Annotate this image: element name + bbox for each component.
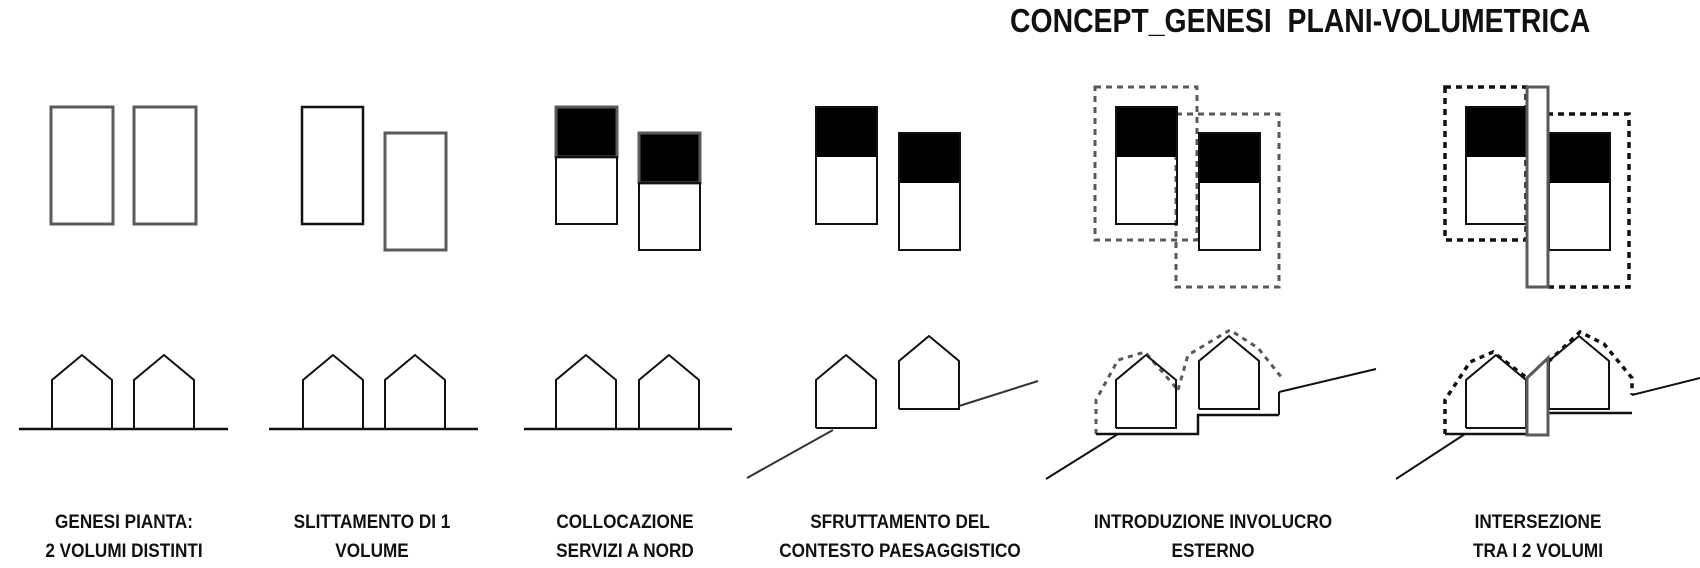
house-b (1548, 334, 1610, 410)
caption-line-2: ESTERNO (1171, 540, 1255, 562)
house-b (1198, 334, 1260, 410)
panel-5-section (1045, 328, 1377, 480)
caption-step-5: INTRODUZIONE INVOLUCRO ESTERNO (1081, 508, 1345, 566)
envelope-a-profile (1094, 350, 1180, 434)
panel-2-plan (300, 105, 448, 252)
caption-step-4: SFRUTTAMENTO DEL CONTESTO PAESAGGISTICO (767, 508, 1033, 566)
volume-b-plan (1198, 132, 1261, 251)
envelope-a-profile (1443, 349, 1529, 434)
house-a (51, 353, 113, 428)
house-b (898, 334, 960, 410)
panel-6-section (1395, 329, 1700, 480)
volume-b-plan (898, 132, 961, 251)
services-block-a (1116, 107, 1177, 157)
services-block-a (816, 107, 877, 157)
house-a (1115, 353, 1177, 429)
envelope-b-profile (1176, 328, 1284, 391)
connector-volume-plan (1525, 85, 1550, 289)
caption-step-3: COLLOCAZIONE SERVIZI A NORD (493, 508, 757, 566)
volume-a-plan (49, 105, 115, 226)
caption-line-2: CONTESTO PAESAGGISTICO (779, 540, 1021, 562)
slope-line-high (958, 380, 1039, 407)
slope-line-high (1631, 377, 1700, 396)
house-b (638, 353, 700, 428)
caption-line-1: GENESI PIANTA: (55, 511, 193, 533)
caption-step-6: INTERSEZIONE TRA I 2 VOLUMI (1406, 508, 1670, 566)
volume-b-plan (638, 182, 701, 251)
panel-4-plan (815, 106, 961, 251)
services-block-a (554, 105, 619, 159)
panel-1-section (19, 353, 228, 431)
services-block-b (899, 133, 960, 183)
volume-b-shifted-plan (383, 131, 448, 252)
caption-line-2: SERVIZI A NORD (556, 540, 694, 562)
volume-a-plan (300, 105, 365, 226)
volume-b-plan (132, 105, 198, 226)
volume-a-plan (815, 106, 878, 225)
house-a (555, 353, 617, 428)
envelope-b-profile (1546, 329, 1634, 395)
house-b (384, 353, 446, 428)
volume-a-plan (1115, 106, 1178, 225)
panel-2-section (269, 353, 478, 431)
panel-5-plan (1093, 85, 1281, 289)
envelope-base (1096, 413, 1279, 436)
caption-line-1: SFRUTTAMENTO DEL (810, 511, 990, 533)
connector-volume-section (1525, 354, 1550, 437)
caption-line-1: INTERSEZIONE (1474, 511, 1602, 533)
services-block-a (1466, 107, 1527, 157)
slope-line-low (1045, 433, 1119, 480)
volume-a-plan (555, 156, 618, 225)
caption-line-2: VOLUME (335, 540, 409, 562)
services-block-b (637, 131, 702, 185)
caption-step-2: SLITTAMENTO DI 1 VOLUME (240, 508, 504, 566)
caption-line-1: INTRODUZIONE INVOLUCRO (1093, 511, 1333, 533)
panel-3-plan (554, 105, 702, 251)
panel-6-plan (1443, 85, 1631, 289)
caption-line-2: 2 VOLUMI DISTINTI (45, 540, 203, 562)
envelope-a (1093, 85, 1199, 242)
slope-line-low (746, 429, 834, 479)
services-block-b (1199, 133, 1260, 183)
caption-line-2: TRA I 2 VOLUMI (1473, 540, 1603, 562)
slope-line-high (1278, 368, 1377, 393)
caption-line-1: SLITTAMENTO DI 1 (293, 511, 451, 533)
panel-4-section (746, 334, 1039, 479)
caption-line-1: COLLOCAZIONE (556, 511, 694, 533)
house-a (815, 353, 877, 429)
house-b (133, 353, 195, 428)
diagram-title: CONCEPT_GENESI PLANI-VOLUMETRICA (1010, 2, 1591, 39)
panel-3-section (524, 353, 732, 431)
house-a (302, 353, 364, 428)
slope-line-low (1395, 433, 1466, 480)
services-block-b (1549, 133, 1610, 183)
caption-step-1: GENESI PIANTA: 2 VOLUMI DISTINTI (0, 508, 256, 566)
panel-1-plan (49, 105, 198, 226)
house-a (1465, 353, 1527, 429)
